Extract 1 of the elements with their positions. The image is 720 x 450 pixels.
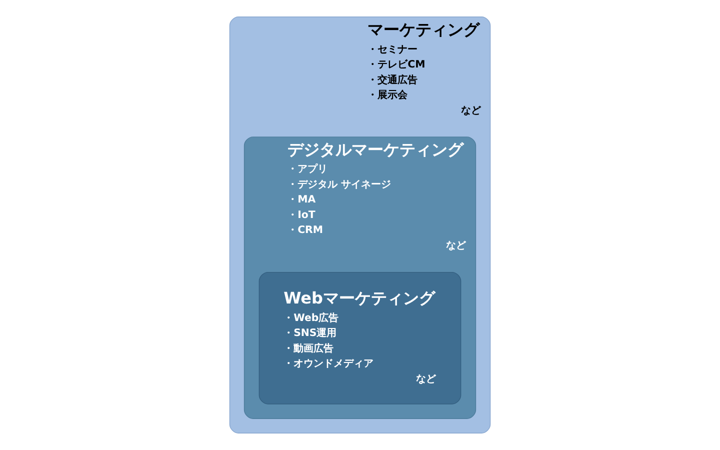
node-box: Webマーケティング ・Web広告 ・SNS運用 ・動画広告 ・オウンドメディア など [258, 272, 462, 404]
